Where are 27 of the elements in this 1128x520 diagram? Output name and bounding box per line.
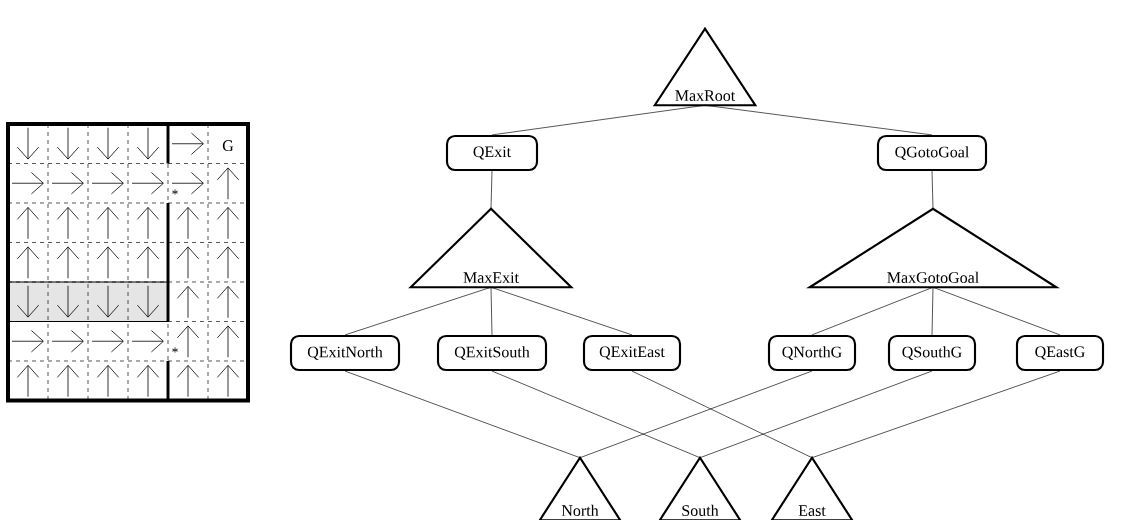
rounded-box: QExitEast <box>582 334 682 372</box>
connector-line <box>491 104 706 136</box>
connector-line <box>932 286 1061 336</box>
connector-line <box>344 286 492 336</box>
connector-line <box>490 286 493 336</box>
connector-line <box>490 170 493 210</box>
connector-line <box>704 104 933 136</box>
connector-line <box>490 286 633 336</box>
rounded-box: QExitSouth <box>436 334 548 372</box>
connector-line <box>631 370 813 459</box>
connector-line <box>931 170 934 210</box>
connector-line <box>811 286 934 336</box>
connector-line <box>931 286 934 336</box>
connector-line <box>811 370 1061 459</box>
rounded-box: QSouthG <box>887 334 977 372</box>
connector-line <box>344 370 581 459</box>
asterisk-label: * <box>172 189 178 195</box>
rounded-box: QExit <box>445 134 539 172</box>
rounded-box: QGotoGoal <box>876 134 988 172</box>
rounded-box: QNorthG <box>767 334 857 372</box>
asterisk-label: * <box>172 347 178 353</box>
connector-line <box>579 370 813 459</box>
connector-line <box>699 370 933 459</box>
connector-line <box>491 370 701 459</box>
rounded-box: QExitNorth <box>289 334 401 372</box>
rounded-box: QEastG <box>1015 334 1105 372</box>
goal-label: G <box>222 140 234 152</box>
